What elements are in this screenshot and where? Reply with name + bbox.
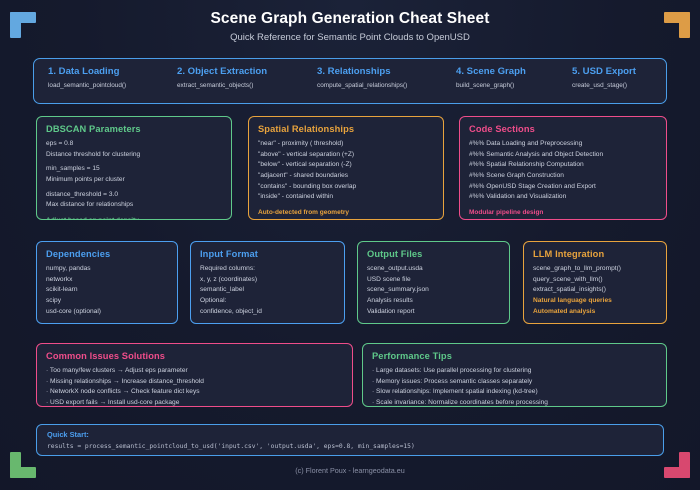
pipeline-step-2-function: extract_semantic_objects() xyxy=(177,82,254,89)
output-file-line-5: Validation report xyxy=(367,307,415,315)
llm-note-2: Automated analysis xyxy=(533,307,596,315)
common-issue-line-4: · USD export fails → Install usd-core pa… xyxy=(46,399,180,407)
panel-title-dbscan: DBSCAN Parameters xyxy=(46,124,141,134)
pipeline-step-4[interactable]: 4. Scene Graph build_scene_graph() xyxy=(456,66,526,89)
pipeline-step-1[interactable]: 1. Data Loading load_semantic_pointcloud… xyxy=(48,66,126,89)
output-file-line-3: scene_summary.json xyxy=(367,286,429,294)
input-format-line-3: semantic_label xyxy=(200,286,244,294)
panel-title-code-sections: Code Sections xyxy=(469,124,535,134)
quick-start-title: Quick Start: xyxy=(47,430,89,439)
spatial-line-4: "adjacent" - shared boundaries xyxy=(258,172,349,180)
pipeline-step-5[interactable]: 5. USD Export create_usd_stage() xyxy=(572,66,636,89)
panel-title-performance-tips: Performance Tips xyxy=(372,351,452,361)
input-format-line-1: Required columns: xyxy=(200,265,255,272)
common-issue-line-1: · Too many/few clusters → Adjust eps par… xyxy=(46,367,188,374)
llm-line-3: extract_spatial_insights() xyxy=(533,286,606,294)
pipeline-step-4-label: 4. Scene Graph xyxy=(456,66,526,77)
corner-bracket-bottom-left-icon xyxy=(10,452,36,478)
pipeline-step-2-label: 2. Object Extraction xyxy=(177,66,268,77)
panel-title-input-format: Input Format xyxy=(200,249,259,259)
spatial-line-1: "near" - proximity ( threshold) xyxy=(258,140,344,147)
pipeline-step-1-function: load_semantic_pointcloud() xyxy=(48,82,127,89)
dbscan-line-2: Distance threshold for clustering xyxy=(46,150,141,158)
llm-line-2: query_scene_with_llm() xyxy=(533,275,603,283)
code-section-line-3: #%% Spatial Relationship Computation xyxy=(469,161,584,169)
common-issue-line-3: · NetworkX node conflicts → Check featur… xyxy=(46,388,200,396)
panel-spatial-relationships: Spatial Relationships "near" - proximity… xyxy=(248,116,444,220)
spatial-line-3: "below" - vertical separation (-Z) xyxy=(258,161,352,169)
dbscan-line-4: Minimum points per cluster xyxy=(46,176,125,184)
code-section-line-1: #%% Data Loading and Preprocessing xyxy=(469,140,583,147)
performance-tip-line-2: · Memory issues: Process semantic classe… xyxy=(372,377,533,385)
page-subtitle: Quick Reference for Semantic Point Cloud… xyxy=(230,32,470,43)
spatial-note: Auto-detected from geometry xyxy=(258,209,350,217)
panel-title-common-issues: Common Issues Solutions xyxy=(46,351,166,361)
pipeline-step-2[interactable]: 2. Object Extraction extract_semantic_ob… xyxy=(177,66,267,89)
dbscan-line-6: Max distance for relationships xyxy=(46,201,134,209)
corner-bracket-top-right-icon xyxy=(664,12,690,38)
panel-code-sections: Code Sections #%% Data Loading and Prepr… xyxy=(459,116,667,220)
spatial-line-6: "inside" - contained within xyxy=(258,193,334,201)
input-format-line-2: x, y, z (coordinates) xyxy=(200,275,258,283)
pipeline-step-3-label: 3. Relationships xyxy=(317,66,391,77)
quick-start-code: results = process_semantic_pointcloud_to… xyxy=(47,443,415,450)
panel-title-spatial: Spatial Relationships xyxy=(258,124,355,134)
code-section-line-2: #%% Semantic Analysis and Object Detecti… xyxy=(469,150,604,158)
output-file-line-4: Analysis results xyxy=(367,297,413,305)
pipeline-step-4-function: build_scene_graph() xyxy=(456,82,515,89)
pipeline-step-3[interactable]: 3. Relationships compute_spatial_relatio… xyxy=(317,66,407,89)
panel-performance-tips: Performance Tips · Large datasets: Use p… xyxy=(362,343,667,407)
pipeline-bar: 1. Data Loading load_semantic_pointcloud… xyxy=(33,58,667,104)
panel-output-files: Output Files scene_output.usda USD scene… xyxy=(357,241,510,324)
dbscan-line-1: eps = 0.8 xyxy=(46,140,74,147)
pipeline-step-3-function: compute_spatial_relationships() xyxy=(317,82,408,89)
output-file-line-1: scene_output.usda xyxy=(367,265,423,272)
panel-title-dependencies: Dependencies xyxy=(46,249,111,259)
code-sections-note: Modular pipeline design xyxy=(469,209,544,217)
llm-note-1: Natural language queries xyxy=(533,297,612,305)
panel-common-issues-solutions: Common Issues Solutions · Too many/few c… xyxy=(36,343,353,407)
dependency-item-3: scikit-learn xyxy=(46,286,78,294)
pipeline-step-5-function: create_usd_stage() xyxy=(572,82,628,89)
panel-dependencies: Dependencies numpy, pandas networkx scik… xyxy=(36,241,178,324)
corner-bracket-top-left-icon xyxy=(10,12,36,38)
page-title: Scene Graph Generation Cheat Sheet xyxy=(210,10,490,27)
dbscan-note: Adjust based on point density xyxy=(46,217,222,219)
quick-start-panel: Quick Start: results = process_semantic_… xyxy=(36,424,664,456)
dependency-item-5: usd-core (optional) xyxy=(46,307,101,315)
input-format-line-4: Optional: xyxy=(200,297,227,305)
panel-input-format: Input Format Required columns: x, y, z (… xyxy=(190,241,345,324)
code-section-line-4: #%% Scene Graph Construction xyxy=(469,172,564,180)
panel-title-llm-integration: LLM Integration xyxy=(533,249,605,259)
performance-tip-line-3: · Slow relationships: Implement spatial … xyxy=(372,388,538,396)
spatial-line-5: "contains" - bounding box overlap xyxy=(258,182,357,190)
panel-title-output-files: Output Files xyxy=(367,249,423,259)
corner-bracket-bottom-right-icon xyxy=(664,452,690,478)
performance-tip-line-1: · Large datasets: Use parallel processin… xyxy=(372,367,532,374)
panel-llm-integration: LLM Integration scene_graph_to_llm_promp… xyxy=(523,241,667,324)
common-issue-line-2: · Missing relationships → Increase dista… xyxy=(46,377,204,385)
code-section-line-5: #%% OpenUSD Stage Creation and Export xyxy=(469,182,596,190)
dependency-item-2: networkx xyxy=(46,275,73,283)
input-format-line-5: confidence, object_id xyxy=(200,307,262,315)
dbscan-line-5: distance_threshold = 3.0 xyxy=(46,190,119,198)
footer-credit: (c) Florent Poux - learngeodata.eu xyxy=(295,466,405,475)
panel-dbscan-parameters: DBSCAN Parameters eps = 0.8 Distance thr… xyxy=(36,116,232,220)
dependency-item-1: numpy, pandas xyxy=(46,265,91,272)
code-section-line-6: #%% Validation and Visualization xyxy=(469,193,567,201)
pipeline-step-1-label: 1. Data Loading xyxy=(48,66,120,77)
dbscan-line-3: min_samples = 15 xyxy=(46,165,100,173)
llm-line-1: scene_graph_to_llm_prompt() xyxy=(533,265,621,272)
output-file-line-2: USD scene file xyxy=(367,275,411,283)
pipeline-step-5-label: 5. USD Export xyxy=(572,66,636,77)
spatial-line-2: "above" - vertical separation (+Z) xyxy=(258,150,355,158)
dependency-item-4: scipy xyxy=(46,297,62,305)
performance-tip-line-4: · Scale invariance: Normalize coordinate… xyxy=(372,399,548,407)
